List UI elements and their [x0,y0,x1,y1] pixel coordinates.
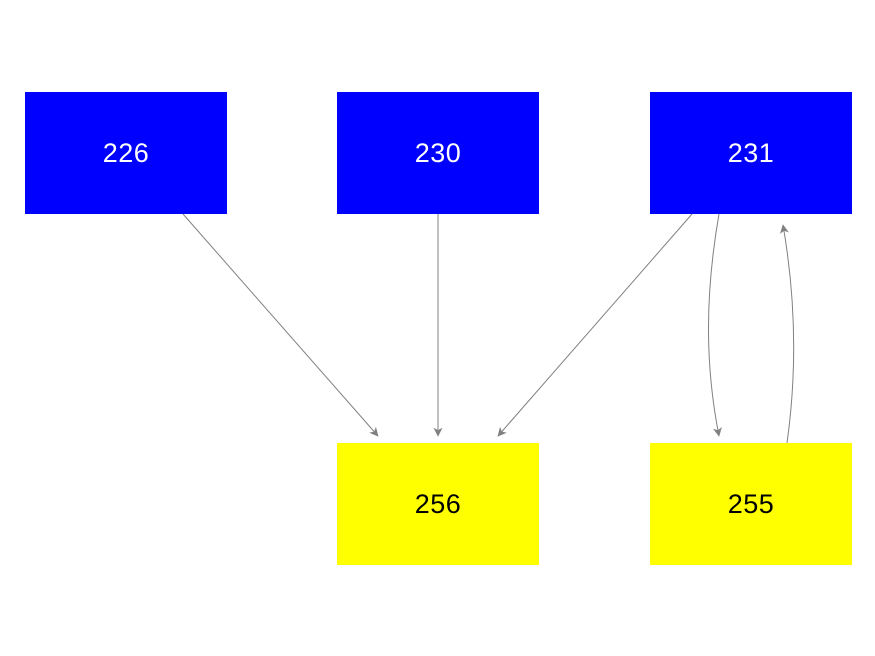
node-230[interactable]: 230 [337,92,539,214]
node-226[interactable]: 226 [25,92,227,214]
edge-231-to-255 [707,213,722,437]
edge-231-to-256 [497,213,693,437]
node-label-231: 231 [727,137,775,168]
node-label-255: 255 [727,488,775,519]
edge-255-to-231 [779,224,795,444]
edge-226-to-256 [182,213,379,437]
node-label-226: 226 [102,137,150,168]
node-label-230: 230 [414,137,462,168]
node-label-256: 256 [414,488,462,519]
node-255[interactable]: 255 [650,443,852,565]
node-231[interactable]: 231 [650,92,852,214]
node-256[interactable]: 256 [337,443,539,565]
